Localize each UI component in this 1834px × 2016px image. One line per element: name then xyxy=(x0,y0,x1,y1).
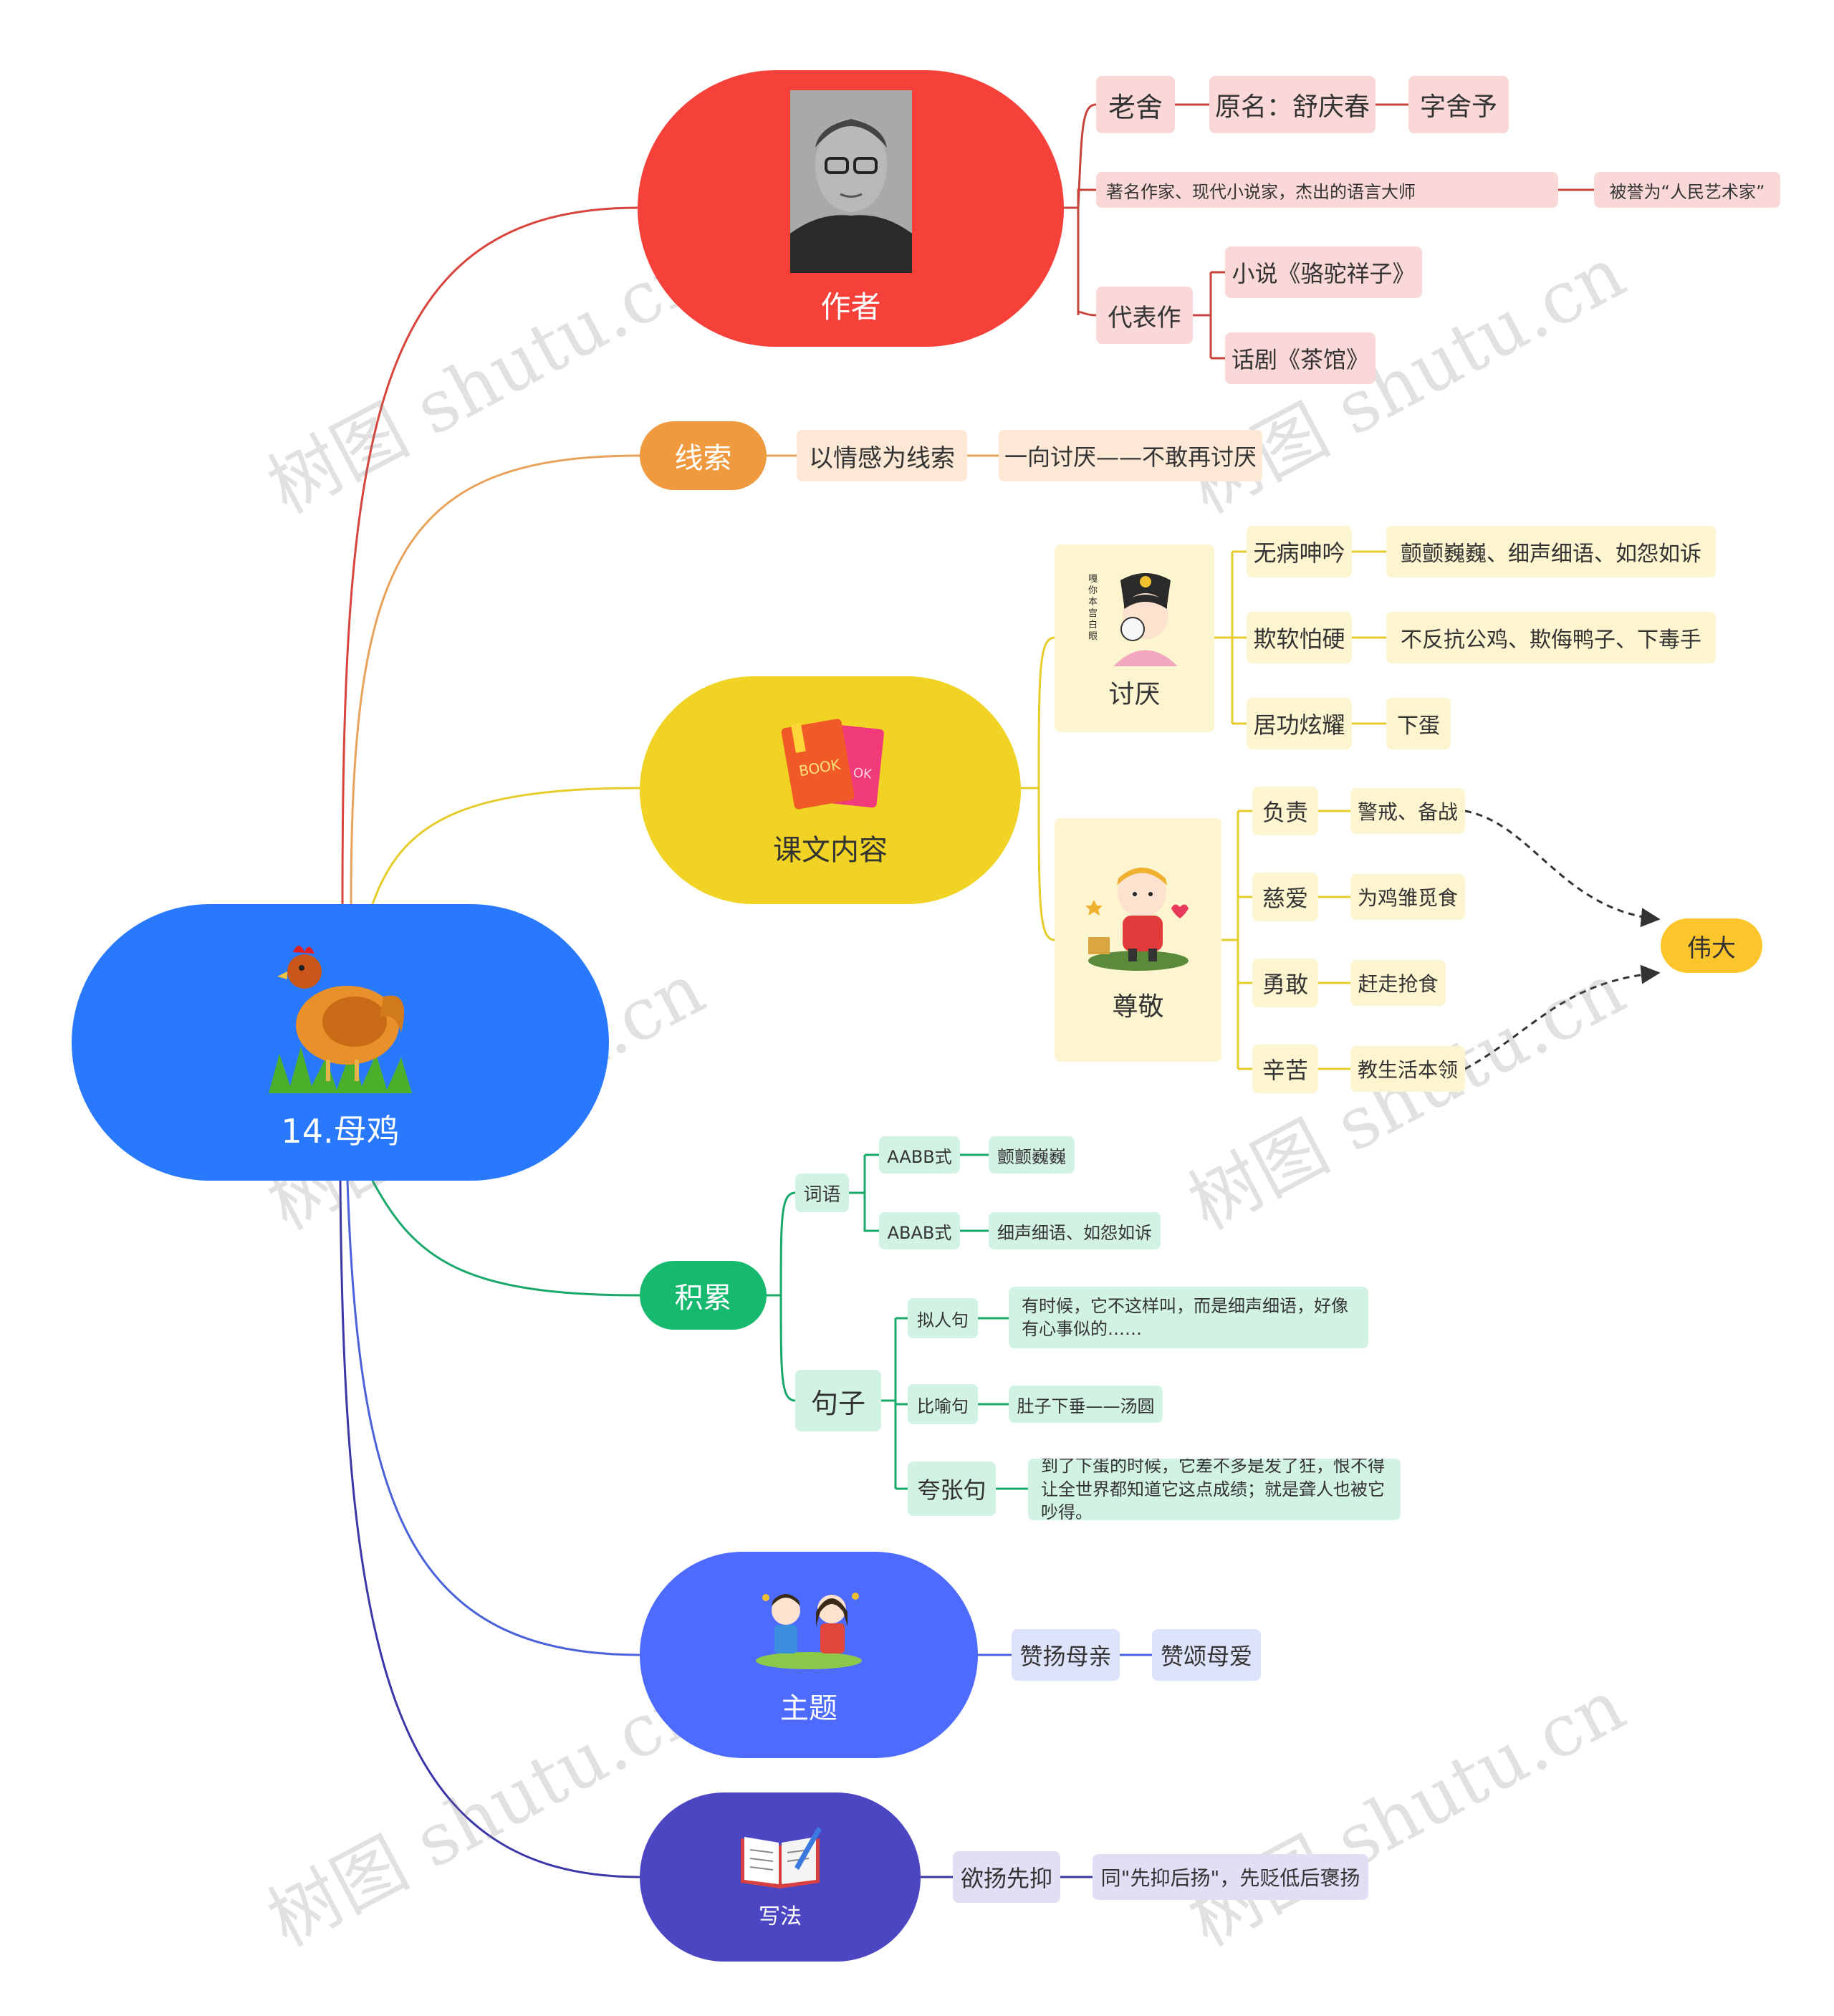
root-node[interactable]: 14.母鸡 xyxy=(72,904,609,1181)
author-courtesy-name: 字舍予 xyxy=(1408,76,1509,133)
writing-label: 写法 xyxy=(759,1904,802,1929)
respect-key-2: 慈爱 xyxy=(1252,873,1318,921)
respect-node[interactable]: 尊敬 xyxy=(1055,818,1221,1062)
dislike-value-3: 下蛋 xyxy=(1386,698,1451,749)
clue-item-2: 一向讨厌——不敢再讨厌 xyxy=(999,430,1262,481)
writing-node[interactable]: 写法 xyxy=(640,1792,921,1962)
books-icon: BOOK OK xyxy=(781,719,884,810)
link-root-author xyxy=(341,206,638,905)
link-root-content xyxy=(371,787,640,905)
words-key-2: ABAB式 xyxy=(879,1212,960,1249)
link-root-accumulate xyxy=(371,1180,640,1297)
svg-text:OK: OK xyxy=(853,765,873,782)
respect-key-4: 辛苦 xyxy=(1252,1045,1318,1093)
author-name: 老舍 xyxy=(1096,76,1175,133)
words-value-2: 细声细语、如怨如诉 xyxy=(989,1212,1161,1249)
clue-item-1: 以情感为线索 xyxy=(797,430,967,481)
hen-icon xyxy=(269,946,412,1093)
sentences-node[interactable]: 句子 xyxy=(795,1370,881,1431)
arrow-to-great-2 xyxy=(1464,964,1661,1070)
respect-value-3: 赶走抢食 xyxy=(1350,960,1446,1006)
author-description: 著名作家、现代小说家，杰出的语言大师 xyxy=(1096,172,1558,208)
author-works-label: 代表作 xyxy=(1096,287,1193,344)
words-node[interactable]: 词语 xyxy=(795,1173,849,1212)
writing-item-1: 欲扬先抑 xyxy=(953,1851,1060,1903)
link-root-writing xyxy=(339,1180,640,1878)
writing-item-2: 同"先抑后扬"，先贬低后褒扬 xyxy=(1093,1854,1368,1900)
sentence-key-1: 拟人句 xyxy=(908,1298,978,1338)
theme-item-1: 赞扬母亲 xyxy=(1012,1629,1120,1681)
arrow-to-great-1 xyxy=(1464,810,1661,928)
content-label: 课文内容 xyxy=(773,834,888,867)
respect-key-1: 负责 xyxy=(1252,787,1318,835)
clue-node[interactable]: 线索 xyxy=(640,421,767,490)
respect-label: 尊敬 xyxy=(1112,992,1164,1022)
theme-node[interactable]: 主题 xyxy=(640,1552,978,1758)
author-node[interactable]: 作者 xyxy=(638,70,1064,347)
accumulate-node[interactable]: 积累 xyxy=(640,1261,767,1330)
theme-label: 主题 xyxy=(780,1692,837,1725)
book-pen-icon xyxy=(741,1827,822,1888)
author-work-2: 话剧《茶馆》 xyxy=(1225,332,1376,384)
author-label: 作者 xyxy=(820,289,881,325)
dislike-value-2: 不反抗公鸡、欺侮鸭子、下毒手 xyxy=(1386,612,1716,663)
content-node[interactable]: BOOK OK 课文内容 xyxy=(640,676,1021,904)
accumulate-label: 积累 xyxy=(674,1282,732,1315)
words-key-1: AABB式 xyxy=(879,1136,960,1173)
clue-label: 线索 xyxy=(674,442,732,475)
sentence-value-3: 到了下蛋的时候，它差不多是发了狂，恨不得让全世界都知道它这点成绩；就是聋人也被它… xyxy=(1028,1459,1401,1520)
link-root-theme xyxy=(346,1180,640,1656)
children-icon xyxy=(756,1593,862,1669)
dislike-key-2: 欺软怕硬 xyxy=(1247,612,1352,663)
summary-great[interactable]: 伟大 xyxy=(1661,918,1762,973)
boy-icon xyxy=(1085,868,1189,971)
dislike-key-3: 居功炫耀 xyxy=(1247,698,1352,749)
author-original-name: 原名：舒庆春 xyxy=(1209,76,1376,133)
respect-value-1: 警戒、备战 xyxy=(1350,788,1465,834)
sentence-value-2: 肚子下垂——汤圆 xyxy=(1009,1386,1163,1423)
respect-value-2: 为鸡雏觅食 xyxy=(1350,874,1465,920)
link-root-clue xyxy=(350,454,640,905)
dislike-key-1: 无病呻吟 xyxy=(1247,526,1352,577)
root-label: 14.母鸡 xyxy=(281,1112,400,1151)
angry-girl-icon: 嘎你本宫白眼 xyxy=(1085,573,1178,666)
respect-value-4: 教生活本领 xyxy=(1350,1046,1465,1092)
author-work-1: 小说《骆驼祥子》 xyxy=(1225,246,1422,298)
dislike-value-1: 颤颤巍巍、细声细语、如怨如诉 xyxy=(1386,526,1716,577)
sentence-value-1: 有时候，它不这样叫，而是细声细语，好像有心事似的…… xyxy=(1009,1287,1368,1348)
dislike-node[interactable]: 嘎你本宫白眼 讨厌 xyxy=(1055,544,1214,732)
sentence-key-3: 夸张句 xyxy=(908,1461,996,1516)
dislike-stamp: 嘎你本宫白眼 xyxy=(1088,574,1098,642)
portrait-photo xyxy=(789,90,912,273)
theme-item-2: 赞颂母爱 xyxy=(1152,1629,1261,1681)
words-value-1: 颤颤巍巍 xyxy=(989,1136,1075,1173)
author-honor: 被誉为“人民艺术家” xyxy=(1594,172,1780,208)
respect-key-3: 勇敢 xyxy=(1252,959,1318,1007)
sentence-key-2: 比喻句 xyxy=(908,1384,978,1424)
dislike-label: 讨厌 xyxy=(1108,680,1161,709)
